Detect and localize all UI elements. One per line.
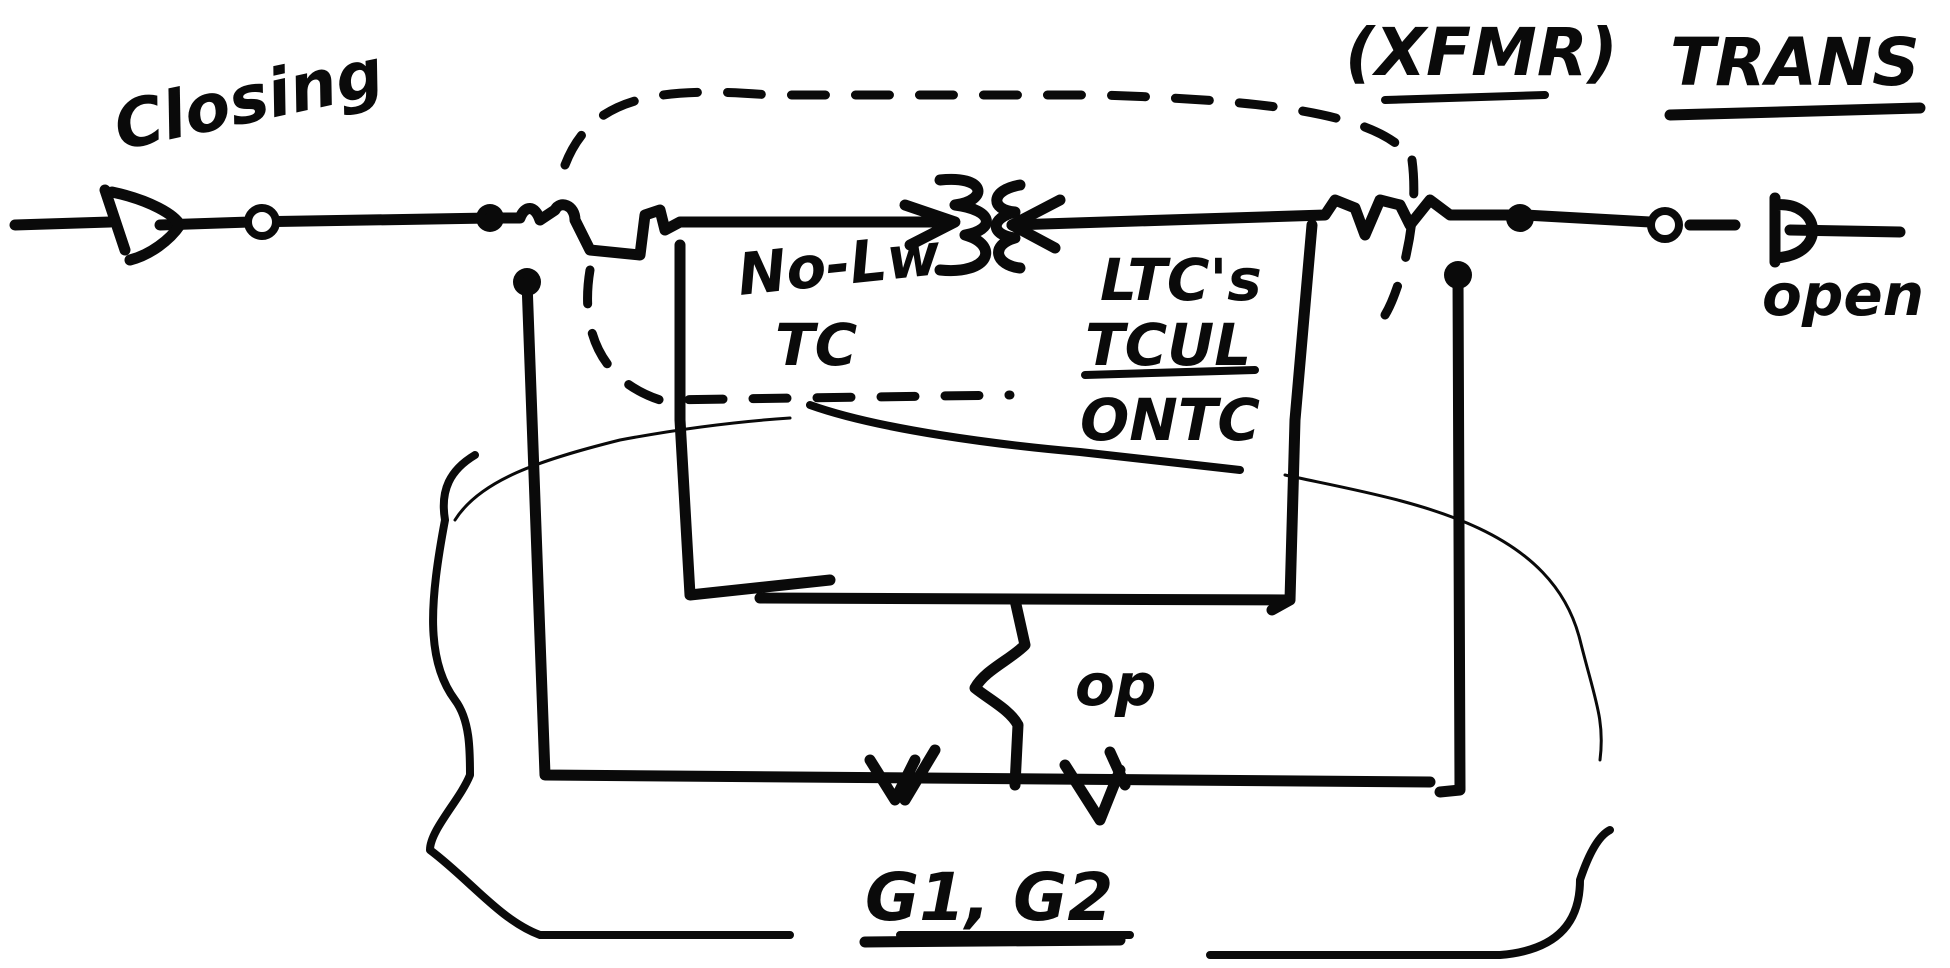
open-label: open	[1762, 261, 1924, 329]
inner-bypass-frame	[674, 219, 1318, 616]
right-outer-bus	[1434, 269, 1466, 798]
left-outer-bus	[521, 276, 1436, 788]
op-label: op	[1075, 651, 1156, 719]
dashed-loop-tail	[806, 401, 1244, 474]
tcul-underline	[1081, 366, 1259, 379]
main-line-right	[1006, 194, 1906, 241]
no-load-tc-label: TC	[775, 311, 857, 379]
dashed-loop	[560, 87, 1419, 405]
right-junction-dot	[1506, 204, 1534, 232]
open-contact-node	[1647, 207, 1683, 243]
g1-breaker-symbol	[864, 744, 941, 806]
no-load-label: No-Lw	[734, 220, 943, 309]
xfmr-label: (XFMR)	[1345, 14, 1618, 91]
thin-enclosure-curve	[453, 416, 1603, 762]
op-resistor	[969, 594, 1031, 791]
ontc-label: ONTC	[1080, 386, 1260, 454]
closing-breaker-symbol	[99, 184, 186, 266]
ltc-label: LTC's	[1100, 246, 1262, 314]
closing-label: Closing	[107, 34, 390, 166]
left-contact-zigzag	[484, 199, 946, 261]
open-breaker-symbol	[1769, 192, 1819, 268]
g2-breaker-symbol	[1059, 746, 1131, 826]
winding-arrow-left	[899, 199, 961, 251]
closing-contact-node	[244, 204, 280, 240]
tcul-label: TCUL	[1085, 311, 1251, 379]
transformer-coil-left	[934, 173, 992, 277]
trans-label: TRANS	[1670, 24, 1920, 101]
g1g2-label: G1, G2	[865, 859, 1113, 936]
transformer-coil-right	[990, 179, 1026, 274]
trans-underline	[1664, 102, 1926, 121]
g1g2-underline	[859, 934, 1126, 948]
xfmr-underline	[1381, 91, 1549, 104]
